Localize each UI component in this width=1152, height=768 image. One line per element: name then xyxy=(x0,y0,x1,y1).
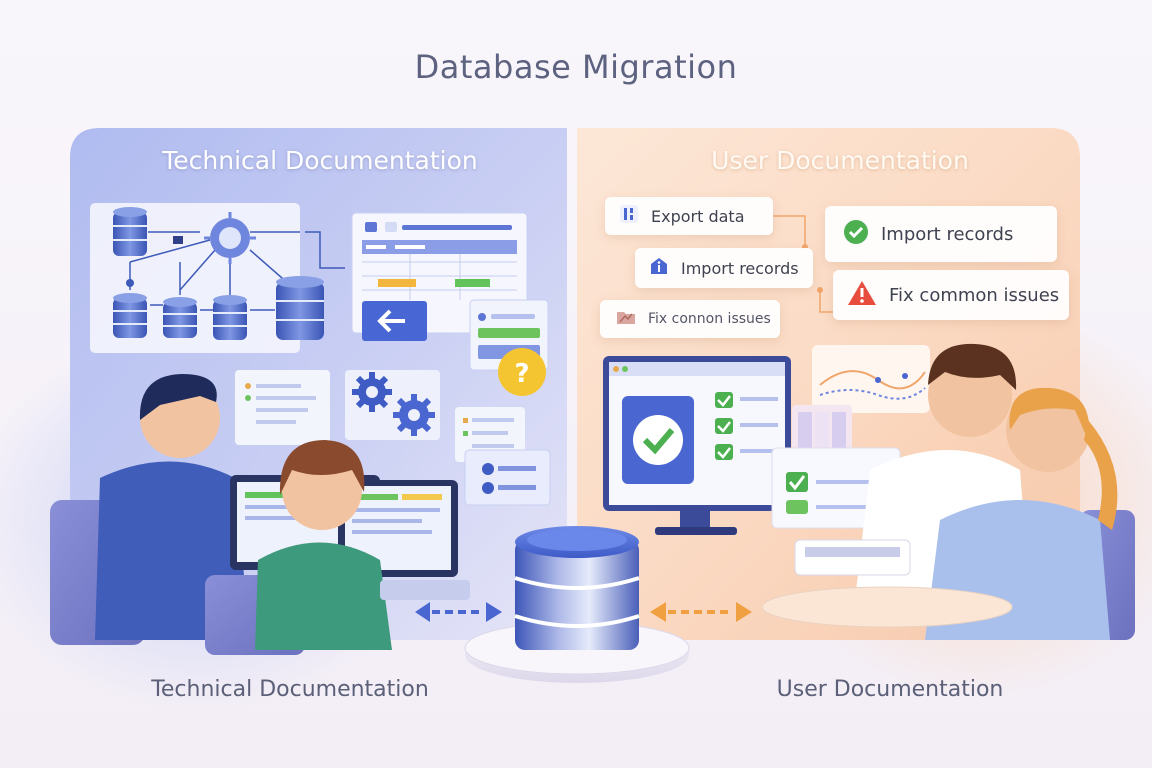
fix-issues-large-label: Fix common issues xyxy=(889,284,1060,306)
info-icon xyxy=(649,256,669,280)
hub-node-icon xyxy=(204,212,256,264)
db-node-4 xyxy=(213,295,247,340)
code-snippet-window xyxy=(235,370,330,445)
import-records-large-label: Import records xyxy=(881,223,1014,245)
db-node-1 xyxy=(113,207,147,256)
columns-card xyxy=(792,405,852,463)
user-panel-heading: User Documentation xyxy=(711,146,969,175)
db-node-2 xyxy=(113,293,147,338)
checklist xyxy=(715,392,778,460)
db-node-5 xyxy=(276,276,324,340)
database-diagram xyxy=(90,203,345,353)
fix-issues-large-card: Fix common issues xyxy=(833,270,1069,320)
import-records-large-card: Import records xyxy=(825,206,1057,262)
gear-icon xyxy=(393,394,435,436)
import-records-small-label: Import records xyxy=(681,258,799,278)
check-circle-icon xyxy=(843,219,869,250)
technical-panel-heading: Technical Documentation xyxy=(162,146,478,175)
grid-icon xyxy=(619,204,639,228)
technical-caption: Technical Documentation xyxy=(151,677,429,702)
sync-arrow-left xyxy=(415,602,502,622)
developer-2-body xyxy=(255,542,392,650)
technical-team xyxy=(50,374,470,655)
check-icon xyxy=(642,428,675,455)
help-icon: ? xyxy=(498,348,546,396)
trend-chart-card xyxy=(812,345,930,413)
folder-icon xyxy=(616,308,636,330)
import-records-small-card: Import records xyxy=(635,248,813,288)
page-title: Database Migration xyxy=(414,48,738,86)
svg-text:?: ? xyxy=(514,359,529,389)
laptop-3 xyxy=(794,539,911,576)
central-database xyxy=(464,526,690,683)
monitor xyxy=(603,356,791,535)
settings-window xyxy=(464,449,551,506)
user-team xyxy=(794,343,1135,640)
user-caption: User Documentation xyxy=(776,677,1004,702)
warning-icon xyxy=(847,280,877,311)
gears-window xyxy=(345,370,440,440)
sync-arrow-right xyxy=(650,602,752,622)
export-data-label: Export data xyxy=(651,206,745,226)
keyboard xyxy=(380,580,470,600)
export-data-card: Export data xyxy=(605,197,773,235)
gear-icon xyxy=(352,372,392,412)
fix-issues-small-label: Fix connon issues xyxy=(648,311,771,327)
fix-issues-small-card: Fix connon issues xyxy=(600,300,780,338)
db-node-3 xyxy=(163,297,197,338)
spreadsheet-window xyxy=(351,212,528,341)
list-window xyxy=(455,407,525,462)
right-desk-platform xyxy=(761,586,1013,628)
